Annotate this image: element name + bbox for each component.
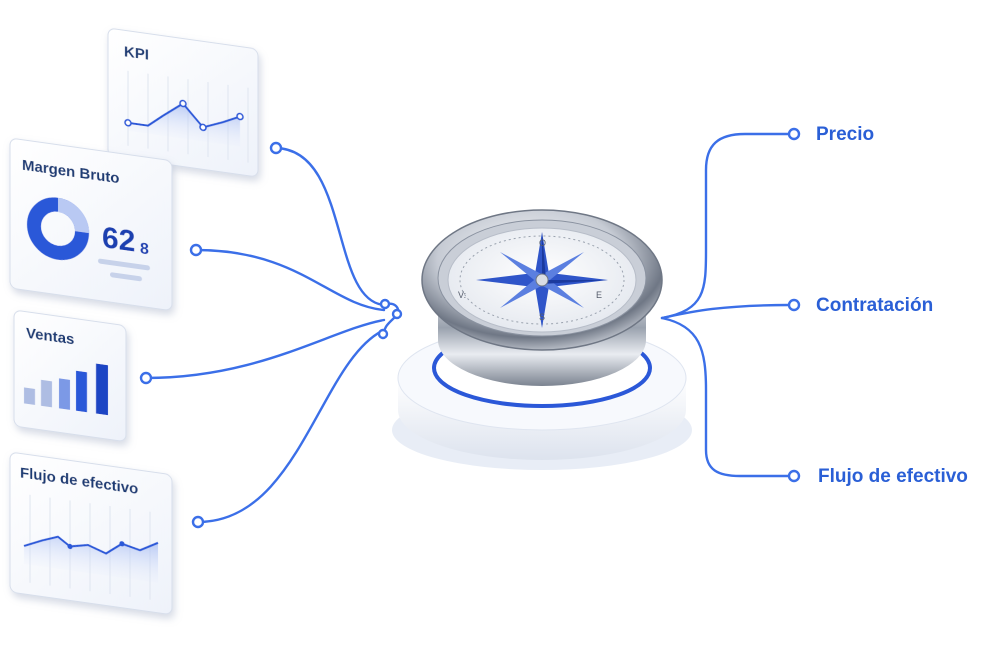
gross-margin-value-suffix: 8	[140, 239, 149, 258]
cashflow-card: Flujo de efectivo	[9, 452, 173, 615]
node-hub	[377, 328, 389, 340]
compass-west: V:	[458, 290, 466, 300]
kpi-area	[128, 103, 240, 147]
gross-margin-card: Margen Bruto 62 8	[9, 138, 173, 311]
node-kpi	[269, 141, 283, 155]
node-hiring	[787, 298, 801, 312]
connector-cashflow-out	[660, 316, 792, 478]
connector-hiring	[660, 303, 792, 320]
output-connectors	[660, 127, 801, 483]
node-cashflow-out	[787, 469, 801, 483]
compass: O V: E S	[392, 209, 692, 470]
kpi-title: KPI	[124, 43, 149, 63]
sales-bar	[96, 363, 108, 416]
sales-bar	[41, 379, 52, 408]
node-margin	[189, 243, 203, 257]
sales-bar	[76, 370, 87, 413]
kpi-point	[236, 112, 244, 121]
cashflow-point	[119, 541, 125, 547]
gross-margin-value: 62	[102, 221, 135, 259]
output-label-hiring: Contratación	[816, 295, 933, 316]
compass-north: O	[539, 238, 546, 248]
connector-trunk	[660, 132, 792, 320]
cashflow-area	[24, 536, 158, 583]
gross-margin-bar	[110, 272, 142, 282]
compass-east: E	[596, 290, 602, 300]
sales-title: Ventas	[26, 325, 74, 349]
compass-south: S	[539, 312, 545, 322]
node-sales	[139, 371, 153, 385]
gross-margin-bar	[98, 258, 150, 271]
cashflow-line	[23, 535, 159, 555]
kpi-point	[179, 99, 187, 108]
compass-rose	[476, 232, 608, 328]
connector-margin	[194, 248, 386, 312]
node-cashflow	[191, 515, 205, 529]
donut-chart	[27, 197, 89, 261]
output-label-price: Precio	[816, 124, 874, 145]
kpi-point	[124, 118, 132, 127]
node-hub	[379, 298, 391, 310]
cashflow-point	[67, 543, 73, 550]
sales-bar	[59, 378, 70, 410]
input-connectors	[139, 141, 403, 529]
kpi-point	[199, 123, 207, 132]
sales-bar	[24, 387, 35, 405]
connector-kpi	[274, 146, 386, 307]
connector-cashflow	[196, 328, 386, 524]
node-hub	[391, 308, 403, 320]
connector-sales	[144, 318, 386, 380]
kpi-card: KPI	[107, 28, 259, 177]
sales-card: Ventas	[13, 310, 127, 442]
output-label-cashflow: Flujo de efectivo	[818, 466, 968, 487]
node-price	[787, 127, 801, 141]
